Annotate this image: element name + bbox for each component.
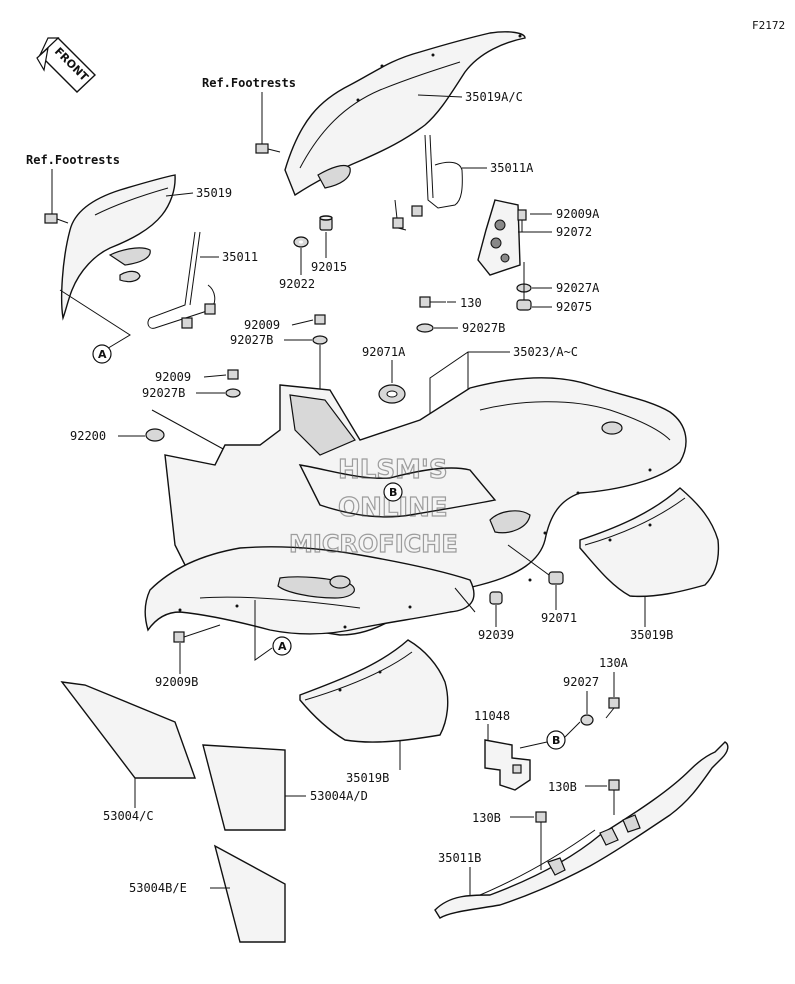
bracket-35011	[147, 231, 216, 329]
label-35019a-c: 35019A/C	[465, 90, 523, 104]
leader-marker-a-left	[59, 289, 131, 351]
leader-marker-b-lower	[564, 721, 581, 738]
mudguard-right-upper	[284, 31, 526, 197]
fender-front-left	[144, 546, 475, 635]
mudflap-right	[579, 487, 720, 598]
label-35011b: 35011B	[438, 851, 481, 865]
label-130b-2: 130B	[472, 811, 501, 825]
washer-92027b-icon-1	[416, 323, 434, 333]
bracket-35011a	[392, 134, 463, 231]
ref-footrests-left: Ref.Footrests	[26, 153, 120, 167]
bolt-130a-icon	[605, 697, 620, 719]
grommet-92071-icon	[548, 571, 564, 585]
nut-92075-icon	[516, 299, 532, 311]
label-92009-2: 92009	[155, 370, 191, 384]
label-92027: 92027	[563, 675, 599, 689]
label-53004a-d: 53004A/D	[310, 789, 368, 803]
washer-92022-icon	[293, 236, 309, 248]
decal-53004b-e	[213, 844, 286, 943]
svg-text:MICROFICHE: MICROFICHE	[289, 530, 458, 558]
mudguard-left	[60, 174, 176, 321]
label-92027b-3: 92027B	[142, 386, 185, 400]
washer-92027b-icon-3	[225, 388, 241, 398]
bolt-130b-icon-2	[535, 811, 547, 870]
decal-53004-c	[60, 681, 196, 779]
marker-a-center	[272, 636, 292, 656]
plate-92072	[477, 199, 521, 276]
label-92015: 92015	[311, 260, 347, 274]
washer-92027-icon	[580, 714, 594, 726]
marker-a-left-text: A	[98, 348, 107, 361]
decal-53004a-d	[202, 744, 286, 831]
bolt-130-icon	[419, 296, 446, 308]
leader-92009-2	[203, 374, 227, 378]
bolt-92009-icon-1	[314, 314, 326, 325]
label-92027a: 92027A	[556, 281, 600, 295]
label-92022: 92022	[279, 277, 315, 291]
washer-92027b-icon-2	[312, 335, 328, 345]
marker-b-center	[383, 482, 403, 502]
label-92027b-1: 92027B	[462, 321, 505, 335]
label-35019b-2: 35019B	[346, 771, 389, 785]
label-35023: 35023/A~C	[513, 345, 578, 359]
bolt-92009a-icon	[517, 209, 527, 232]
label-92200: 92200	[70, 429, 106, 443]
washer-92200-icon	[145, 428, 165, 442]
label-130: 130	[460, 296, 482, 310]
label-35011a: 35011A	[490, 161, 534, 175]
label-92009-1: 92009	[244, 318, 280, 332]
leader-92039-b	[454, 587, 476, 613]
marker-b-center-text: B	[389, 486, 397, 499]
leader-92071-b	[507, 544, 550, 576]
label-11048: 11048	[474, 709, 510, 723]
grommet-92071a-icon	[378, 384, 406, 404]
label-130b-1: 130B	[548, 780, 577, 794]
leader-35019	[165, 192, 194, 197]
leader-92009-1	[291, 319, 314, 326]
bracket-11048	[484, 739, 531, 791]
ref-footrests-upper: Ref.Footrests	[202, 76, 296, 90]
label-92071a: 92071A	[362, 345, 406, 359]
label-130a: 130A	[599, 656, 629, 670]
guard-35011b	[434, 741, 729, 919]
bolt-icon-upper	[255, 143, 281, 154]
label-92027b-2: 92027B	[230, 333, 273, 347]
marker-b-lower	[546, 730, 566, 750]
label-92009b: 92009B	[155, 675, 198, 689]
bolt-130b-icon-1	[608, 779, 620, 815]
leader-92200-b	[151, 409, 226, 451]
label-92009a: 92009A	[556, 207, 600, 221]
leader-35019a-c	[417, 94, 463, 98]
svg-text:HLSM'S: HLSM'S	[338, 455, 448, 485]
label-92071: 92071	[541, 611, 577, 625]
label-92072: 92072	[556, 225, 592, 239]
diagram-code: F2172	[752, 19, 785, 32]
marker-b-lower-text: B	[552, 734, 560, 747]
label-92075: 92075	[556, 300, 592, 314]
label-53004-c: 53004/C	[103, 809, 154, 823]
label-35019: 35019	[196, 186, 232, 200]
grommet-92039-icon	[489, 591, 503, 605]
label-53004b-e: 53004B/E	[129, 881, 187, 895]
watermark: HLSM'S ONLINE MICROFICHE	[288, 454, 458, 558]
marker-a-center-text: A	[278, 640, 287, 653]
label-35011: 35011	[222, 250, 258, 264]
label-92039: 92039	[478, 628, 514, 642]
nut-92015-icon	[319, 215, 333, 231]
marker-a-left	[92, 344, 112, 364]
mudflap-bottom	[299, 639, 449, 743]
bolt-92009b-icon	[173, 624, 221, 643]
front-arrow-icon: FRONT	[36, 37, 97, 93]
bolt-92009-icon-2	[227, 369, 239, 380]
leader-marker-b-lower-2	[519, 741, 548, 749]
leader-marker-a-center	[254, 600, 273, 661]
label-35019b-1: 35019B	[630, 628, 673, 642]
bolt-icon-left	[44, 213, 69, 224]
